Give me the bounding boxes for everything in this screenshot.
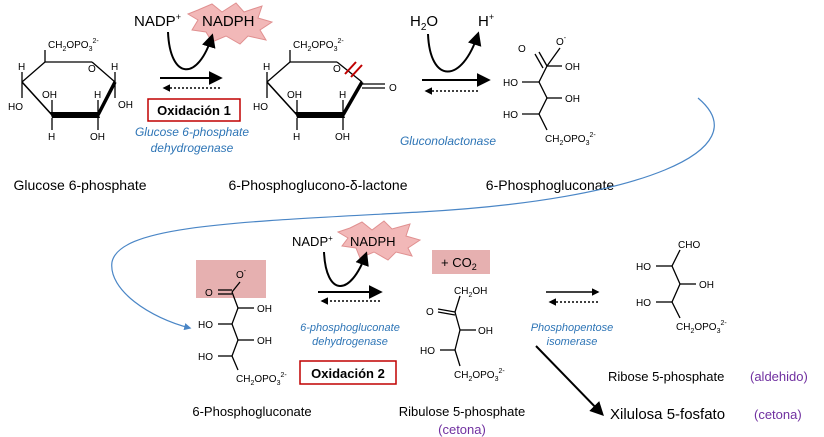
label-ribose-5-phosphate: Ribose 5-phosphate bbox=[608, 369, 724, 384]
g6p-h3: H bbox=[48, 132, 55, 143]
g6p-ring-o: O bbox=[88, 64, 96, 75]
burst-nadph-2 bbox=[336, 220, 422, 261]
g6p-h2: H bbox=[111, 62, 118, 73]
carboxyl-highlight bbox=[196, 260, 266, 298]
lac-carbonyl-o: O bbox=[389, 83, 397, 94]
enzyme-2: Gluconolactonase bbox=[400, 134, 496, 148]
glucose-6-phosphate-structure bbox=[21, 50, 117, 130]
label-6pg-bottom: 6-Phosphogluconate bbox=[192, 404, 311, 419]
g6p-h4: H bbox=[94, 90, 101, 101]
6pg-top-ho2: HO bbox=[503, 110, 518, 121]
6pg-bot-oh1: OH bbox=[257, 304, 272, 315]
connector-curve bbox=[111, 97, 715, 331]
lac-oh2: OH bbox=[287, 90, 302, 101]
lac-ring-o: O bbox=[333, 64, 341, 75]
6pg-top-oh2: OH bbox=[565, 94, 580, 105]
ru5p-ho: HO bbox=[420, 346, 435, 357]
r5p-ho1: HO bbox=[636, 262, 651, 273]
g6p-oh4: OH bbox=[90, 132, 105, 143]
lac-h2: H bbox=[293, 132, 300, 143]
6pg-top-oh1: OH bbox=[565, 62, 580, 73]
oxidacion-2-box bbox=[299, 360, 397, 385]
label-lactone: 6-Phosphoglucono-δ-lactone bbox=[228, 177, 407, 193]
label-ribulose-5-phosphate: Ribulose 5-phosphate bbox=[399, 404, 525, 419]
r5p-ho2: HO bbox=[636, 298, 651, 309]
epimerase-arrow bbox=[535, 345, 604, 417]
co2-box bbox=[432, 250, 490, 274]
label-glucose-6-phosphate: Glucose 6-phosphate bbox=[13, 177, 146, 193]
label-6pg-top: 6-Phosphogluconate bbox=[486, 177, 615, 193]
6pg-bot-o-minus: O- bbox=[236, 268, 247, 281]
g6p-oh2: OH bbox=[118, 100, 133, 111]
nadp-plus-1: NADP+ bbox=[134, 12, 181, 30]
proton: H+ bbox=[478, 12, 494, 30]
6pg-bot-oh2: OH bbox=[257, 336, 272, 347]
g6p-ch2opo3: CH2OPO32- bbox=[48, 38, 99, 53]
lac-oh1: HO bbox=[253, 102, 268, 113]
enzyme-1-line2: dehydrogenase bbox=[151, 141, 234, 155]
enzyme-4-line1: Phosphopentose bbox=[531, 322, 614, 334]
6pg-bot-o: O bbox=[205, 288, 213, 299]
r5p-oh: OH bbox=[699, 280, 714, 291]
ribulose-note: (cetona) bbox=[438, 422, 486, 437]
6pg-top-ch2opo3: CH2OPO32- bbox=[545, 132, 596, 147]
lac-ch2opo3: CH2OPO32- bbox=[293, 38, 344, 53]
6pg-bot-ch2opo3: CH2OPO32- bbox=[236, 372, 287, 387]
enzyme-3-line1: 6-phosphogluconate bbox=[300, 322, 400, 334]
ribose-5-phosphate-structure bbox=[656, 249, 696, 319]
label-xilulosa-5-fosfato: Xilulosa 5-fosfato bbox=[610, 406, 725, 423]
cofactor-arrow-2 bbox=[323, 251, 369, 287]
6pg-top-o: O bbox=[518, 44, 526, 55]
ru5p-ch2opo3: CH2OPO32- bbox=[454, 368, 505, 383]
nadp-plus-2: NADP+ bbox=[292, 234, 333, 249]
enzyme-1-line1: Glucose 6-phosphate bbox=[135, 125, 249, 139]
lactone-structure bbox=[266, 50, 385, 130]
xilulosa-note: (cetona) bbox=[754, 407, 802, 422]
6pg-bot-ho1: HO bbox=[198, 320, 213, 331]
bond-break-mark bbox=[344, 61, 363, 78]
6pg-top-structure bbox=[522, 47, 562, 131]
g6p-oh1: HO bbox=[8, 102, 23, 113]
enzyme-3-line2: dehydrogenase bbox=[312, 336, 388, 348]
nadph-1: NADPH bbox=[202, 13, 255, 30]
lac-oh3: OH bbox=[335, 132, 350, 143]
oxidacion-2-label: Oxidación 2 bbox=[311, 366, 385, 381]
r5p-ch2opo3: CH2OPO32- bbox=[676, 320, 727, 335]
water-arrow bbox=[427, 31, 482, 73]
g6p-oh3: OH bbox=[42, 90, 57, 101]
ru5p-ch2oh: CH2OH bbox=[454, 286, 487, 299]
oxidacion-1-box bbox=[147, 98, 241, 122]
6pg-bot-ho2: HO bbox=[198, 352, 213, 363]
water: H2O bbox=[410, 13, 438, 33]
ribulose-5-phosphate-structure bbox=[437, 295, 476, 367]
6pg-bottom-structure bbox=[218, 281, 254, 371]
r5p-cho: CHO bbox=[678, 240, 700, 251]
lac-h1: H bbox=[263, 62, 270, 73]
cofactor-arrow-1 bbox=[167, 31, 216, 71]
nadph-2: NADPH bbox=[350, 234, 396, 249]
ru5p-o: O bbox=[426, 307, 434, 318]
ru5p-oh: OH bbox=[478, 326, 493, 337]
oxidacion-1-label: Oxidación 1 bbox=[157, 103, 231, 118]
enzyme-4-line2: isomerase bbox=[547, 336, 598, 348]
6pg-top-o-minus: O- bbox=[556, 35, 567, 48]
co2-label: + CO2 bbox=[441, 255, 477, 272]
g6p-h1: H bbox=[18, 62, 25, 73]
lac-h3: H bbox=[339, 90, 346, 101]
ribose-note: (aldehido) bbox=[750, 369, 808, 384]
6pg-top-ho1: HO bbox=[503, 78, 518, 89]
